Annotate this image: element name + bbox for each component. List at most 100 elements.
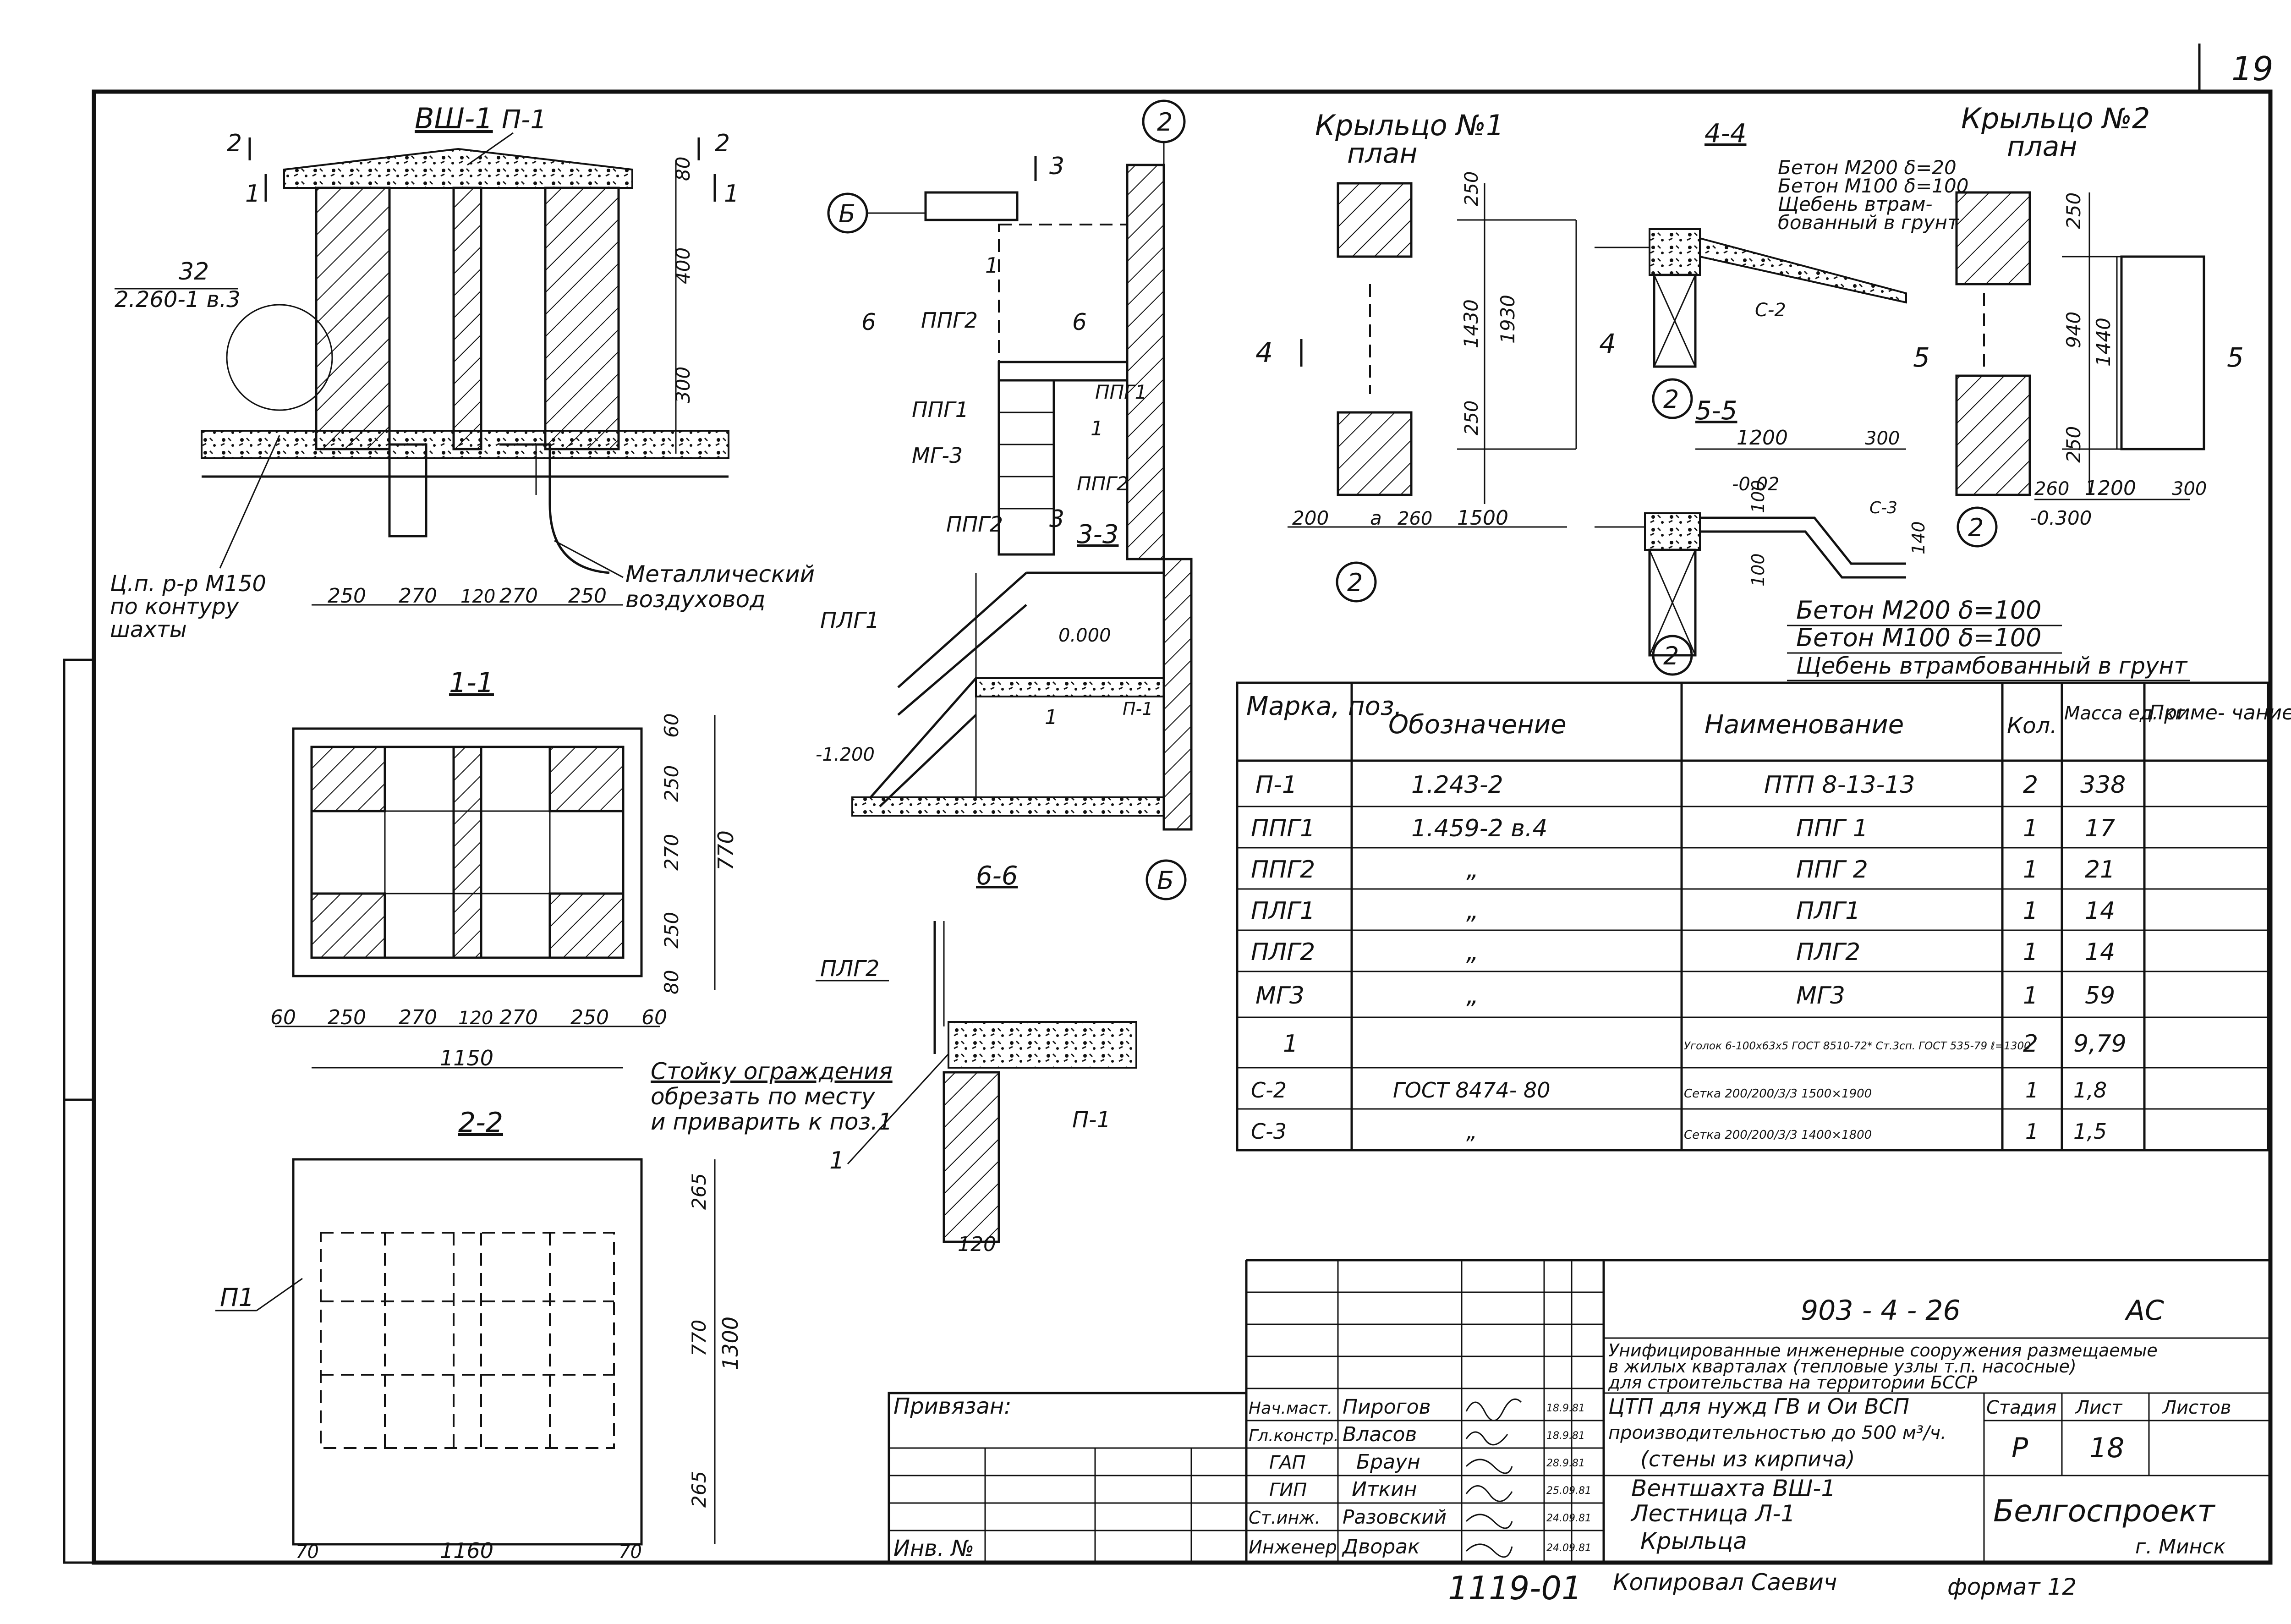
svg-text:940: 940 [2062,312,2085,348]
svg-text:1440: 1440 [2092,318,2115,367]
stage-code: АС [2124,1295,2164,1327]
svg-text:120: 120 [458,1008,493,1029]
svg-text:1160: 1160 [440,1538,493,1563]
view-vent-shaft: ВШ-1 П-1 32 2.260-1 в.3 2 1 2 1 80 400 3… [110,102,815,642]
svg-text:60: 60 [660,713,683,738]
organization: Белгоспроект [1993,1493,2216,1529]
svg-text:2: 2 [227,130,242,157]
svg-text:МГ3: МГ3 [1255,982,1304,1010]
svg-text:250: 250 [660,912,683,949]
svg-text:1: 1 [724,180,739,208]
svg-text:-0.300: -0.300 [2030,507,2092,529]
svg-text:Р: Р [2011,1432,2028,1464]
svg-text:70: 70 [296,1542,319,1563]
svg-text:300: 300 [2172,478,2207,499]
section-2-2: 2-2 П1 265 770 265 1300 70 1160 70 [215,1107,743,1564]
svg-text:Дворак: Дворак [1342,1535,1420,1558]
svg-text:по контуру: по контуру [110,594,239,620]
svg-text:ППГ1: ППГ1 [912,397,969,422]
section-3-3: 3-3 ППГ2 0.000 -1.200 ПЛГ1 1 П-1 Б [816,512,1193,900]
svg-text:МГ3: МГ3 [1796,982,1845,1010]
svg-text:Крыльца: Крыльца [1640,1528,1747,1554]
svg-text:3-3: 3-3 [1077,520,1118,549]
svg-text:Пирогов: Пирогов [1343,1395,1431,1419]
svg-text:25.09.81: 25.09.81 [1546,1485,1591,1497]
svg-text:2: 2 [2023,1030,2038,1058]
spec-table: Марка, поз. Обозначение Наименование Кол… [1236,681,2291,1152]
page-number: 19 [2231,49,2274,88]
svg-text:Бетон М200 δ=100: Бетон М200 δ=100 [1796,596,2041,625]
svg-text:„: „ [1466,982,1479,1010]
svg-text:1: 1 [829,1147,844,1174]
svg-text:(стены из кирпича): (стены из кирпича) [1640,1447,1855,1471]
svg-text:воздуховод: воздуховод [625,586,766,613]
svg-text:П-1: П-1 [1255,771,1297,799]
svg-text:6-6: 6-6 [976,861,1018,891]
svg-text:1: 1 [2025,1119,2039,1144]
svg-text:5: 5 [1913,342,1930,373]
svg-text:ЦТП для нужд ГВ и Ои ВСП: ЦТП для нужд ГВ и Ои ВСП [1608,1394,1909,1419]
svg-text:Бетон М100 δ=100: Бетон М100 δ=100 [1796,623,2041,652]
svg-text:2: 2 [2023,771,2038,799]
svg-text:Приме- чание: Приме- чание [2149,701,2291,724]
svg-text:300: 300 [1865,428,1900,449]
svg-text:Стадия: Стадия [1986,1397,2056,1418]
svg-text:С-2: С-2 [1755,300,1786,321]
svg-text:Нач.маст.: Нач.маст. [1249,1399,1332,1418]
svg-text:250: 250 [328,1006,366,1029]
svg-text:Инженер: Инженер [1249,1537,1337,1558]
svg-text:Наименование: Наименование [1705,710,1904,740]
svg-text:Стойку ограждения: Стойку ограждения [651,1058,893,1085]
svg-text:Унифицированные инженерные соо: Унифицированные инженерные сооружения ра… [1608,1340,2158,1361]
svg-text:18.9.81: 18.9.81 [1546,1403,1585,1414]
title-block: Привязан: Инв. № Нач.маст. Гл.констр. ГА… [888,1259,2270,1564]
svg-text:70: 70 [619,1542,642,1563]
svg-text:60: 60 [641,1006,667,1029]
label-vsh1: ВШ-1 [415,102,493,135]
svg-text:270: 270 [660,834,683,871]
svg-text:„: „ [1466,897,1479,925]
svg-text:ПЛГ1: ПЛГ1 [1796,897,1860,925]
svg-text:1300: 1300 [718,1317,743,1370]
svg-text:„: „ [1466,938,1479,966]
svg-text:П-1: П-1 [1123,699,1153,719]
svg-text:3: 3 [1049,153,1064,180]
svg-text:план: план [1347,137,1418,170]
svg-text:1: 1 [2023,938,2038,966]
svg-text:1200: 1200 [1737,426,1788,450]
svg-text:ППГ1: ППГ1 [1251,815,1315,842]
svg-text:250: 250 [570,1006,609,1029]
svg-text:ГАП: ГАП [1269,1452,1306,1473]
svg-text:770: 770 [688,1320,710,1356]
svg-text:2.260-1 в.3: 2.260-1 в.3 [115,287,241,313]
copied-by: Копировал Саевич [1613,1569,1837,1596]
svg-text:265: 265 [688,1173,710,1210]
svg-text:ПЛГ2: ПЛГ2 [820,956,879,982]
svg-text:-0.02: -0.02 [1732,474,1780,495]
svg-text:4-4: 4-4 [1705,119,1746,148]
svg-text:1.459-2 в.4: 1.459-2 в.4 [1411,815,1548,842]
svg-text:400: 400 [672,247,694,284]
svg-text:1: 1 [1283,1030,1298,1058]
svg-text:250: 250 [328,584,366,608]
svg-text:Власов: Власов [1343,1423,1417,1446]
svg-text:Бетон М100 δ=100: Бетон М100 δ=100 [1778,175,1968,197]
svg-text:14: 14 [2085,897,2115,925]
svg-text:С-3: С-3 [1869,499,1897,517]
svg-text:шахты: шахты [110,617,187,642]
svg-text:6: 6 [1072,309,1087,335]
svg-text:120: 120 [460,586,495,607]
svg-text:Сетка 200/200/3/3 1400×1800: Сетка 200/200/3/3 1400×1800 [1684,1128,1872,1142]
svg-text:250: 250 [568,584,607,608]
svg-text:300: 300 [672,367,694,403]
svg-text:-1.200: -1.200 [816,744,875,765]
svg-text:ППГ2: ППГ2 [921,308,978,333]
svg-text:ППГ1: ППГ1 [1095,381,1147,403]
svg-text:Ст.инж.: Ст.инж. [1249,1508,1321,1528]
svg-text:С-3: С-3 [1251,1119,1287,1144]
svg-text:1.243-2: 1.243-2 [1411,771,1503,799]
svg-text:Б: Б [839,199,855,228]
label-p1-top: П-1 [502,105,547,135]
svg-text:17: 17 [2085,815,2115,842]
svg-text:ППГ 2: ППГ 2 [1796,856,1868,883]
